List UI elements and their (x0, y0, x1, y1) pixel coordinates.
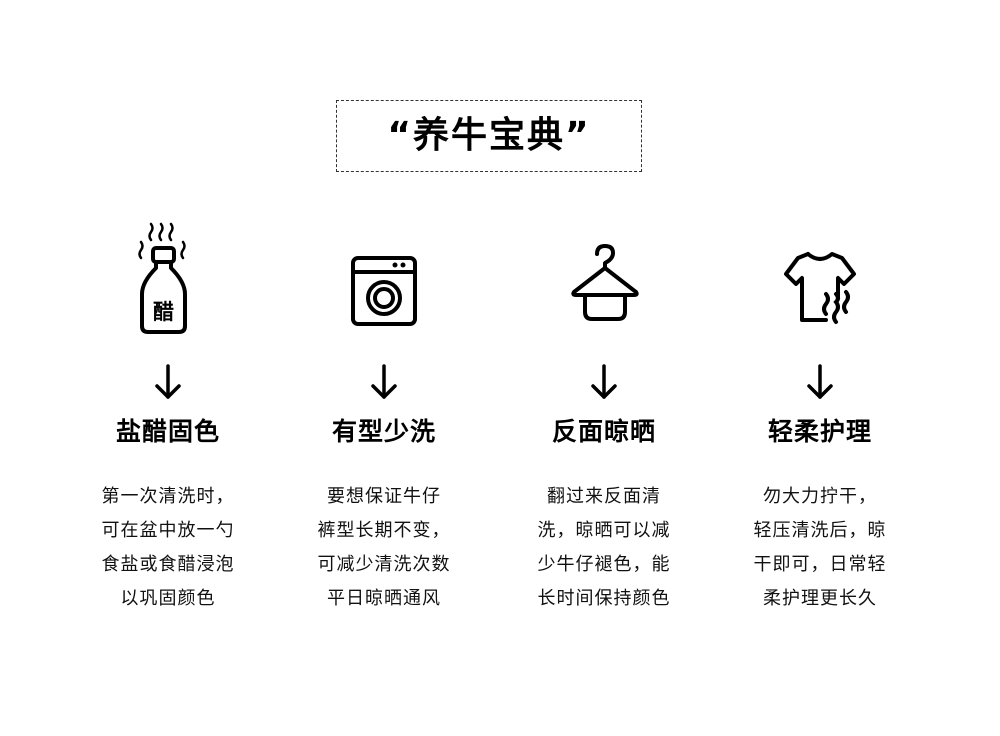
tip-line: 要想保证牛仔 (327, 486, 441, 507)
tip-line: 洗，晾晒可以减 (537, 520, 671, 541)
tip-heading: 轻柔护理 (767, 417, 872, 446)
hanger-icon (571, 244, 639, 321)
tip-line: 可减少清洗次数 (317, 554, 451, 575)
vinegar-bottle-icon: 醋 (138, 222, 187, 334)
tip-line: 勿大力拧干， (763, 486, 877, 507)
tip-line: 干即可，日常轻 (753, 554, 887, 575)
tip-line: 以巩固颜色 (120, 588, 216, 609)
tip-line: 长时间保持颜色 (537, 588, 671, 609)
tip-line: 第一次清洗时， (101, 486, 235, 507)
tip-line: 柔护理更长久 (763, 588, 877, 609)
tip-line: 裤型长期不变， (317, 520, 451, 541)
tip-line: 平日晾晒通风 (327, 588, 441, 609)
care-tip-salt-vinegar: 醋 盐醋固色 第一次清洗时， 可在盆中放一勺 食盐或食醋浸泡 以巩固颜色 (73, 222, 263, 642)
tip-heading: 反面晾晒 (551, 417, 656, 446)
washing-machine-icon (351, 256, 417, 326)
tip-heading: 有型少洗 (331, 417, 436, 446)
care-tip-dry-inside-out: 反面晾晒 翻过来反面清 洗，晾晒可以减 少牛仔褪色，能 长时间保持颜色 (509, 222, 699, 642)
title-box: “养牛宝典” (336, 100, 642, 172)
tip-heading: 盐醋固色 (115, 417, 220, 446)
arrow-down-icon (155, 364, 181, 399)
page-title: “养牛宝典” (387, 115, 591, 156)
tip-description: 第一次清洗时， 可在盆中放一勺 食盐或食醋浸泡 以巩固颜色 (73, 480, 263, 616)
arrow-down-icon (591, 364, 617, 399)
vinegar-label: 醋 (153, 300, 174, 324)
arrow-down-icon (807, 364, 833, 399)
care-tip-gentle-care: 轻柔护理 勿大力拧干， 轻压清洗后，晾 干即可，日常轻 柔护理更长久 (725, 222, 915, 642)
tip-line: 轻压清洗后，晾 (753, 520, 887, 541)
tip-line: 可在盆中放一勺 (101, 520, 235, 541)
tshirt-steam-icon (784, 252, 856, 324)
tip-description: 要想保证牛仔 裤型长期不变， 可减少清洗次数 平日晾晒通风 (289, 480, 479, 616)
tip-line: 食盐或食醋浸泡 (101, 554, 235, 575)
arrow-down-icon (371, 364, 397, 399)
tip-line: 少牛仔褪色，能 (537, 554, 671, 575)
tip-description: 勿大力拧干， 轻压清洗后，晾 干即可，日常轻 柔护理更长久 (725, 480, 915, 616)
care-tip-wash-less: 有型少洗 要想保证牛仔 裤型长期不变， 可减少清洗次数 平日晾晒通风 (289, 222, 479, 642)
tip-description: 翻过来反面清 洗，晾晒可以减 少牛仔褪色，能 长时间保持颜色 (509, 480, 699, 616)
tip-line: 翻过来反面清 (547, 486, 661, 507)
